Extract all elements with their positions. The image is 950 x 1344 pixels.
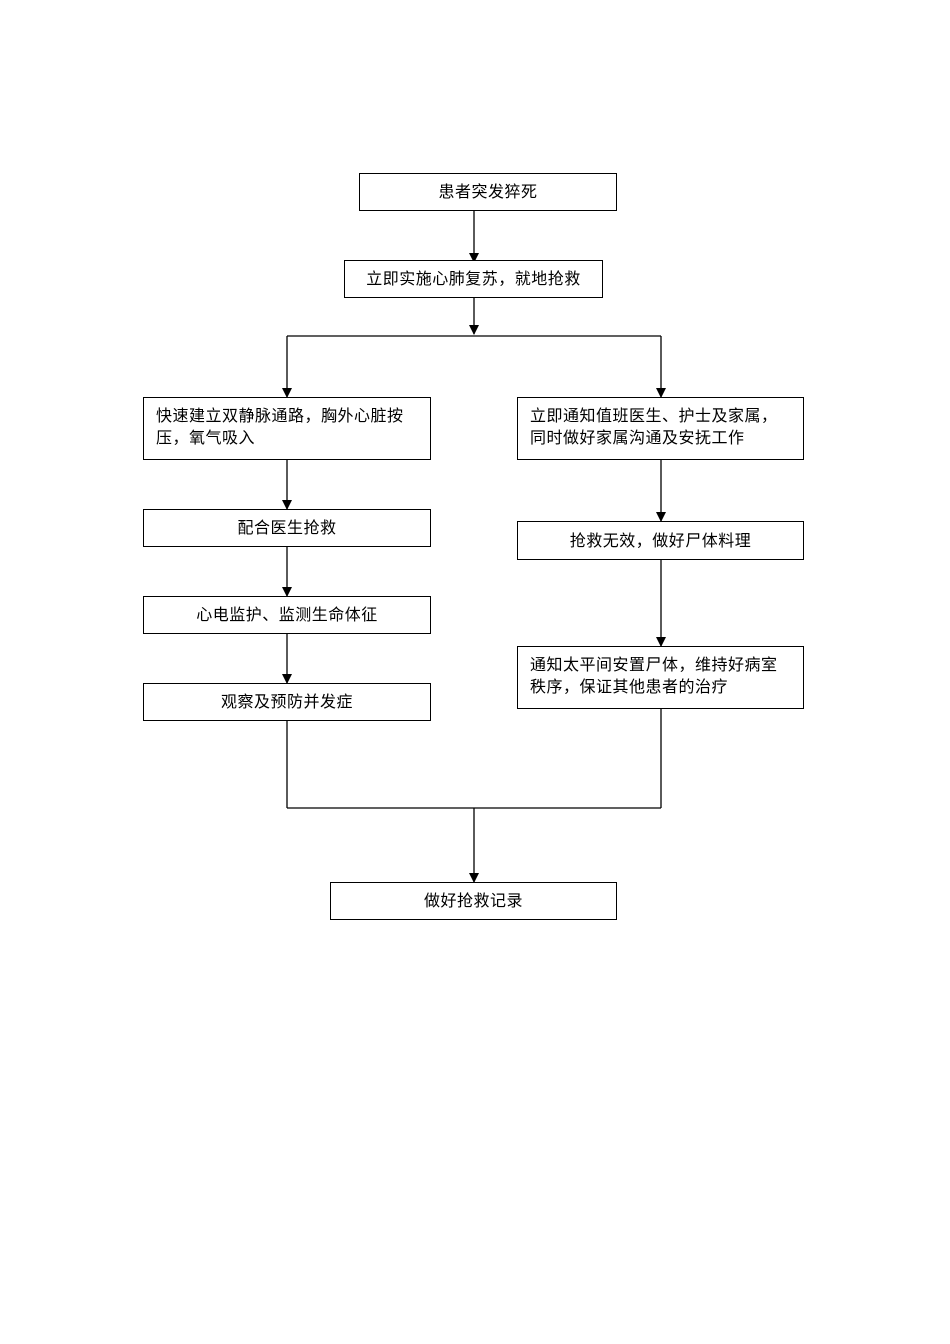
cpr-text: 立即实施心肺复苏，就地抢救 <box>366 269 581 288</box>
left-step3-box: 心电监护、监测生命体征 <box>143 596 431 634</box>
right-step3-line1: 通知太平间安置尸体，维持好病室 <box>530 655 778 674</box>
right-step2-text: 抢救无效，做好尸体料理 <box>569 530 752 550</box>
start-text: 患者突发猝死 <box>438 182 538 201</box>
left-step2-text: 配合医生抢救 <box>237 518 337 537</box>
right-step1-line1: 立即通知值班医生、护士及家属， <box>530 406 778 425</box>
left-step4-text: 观察及预防并发症 <box>220 692 353 711</box>
right-step1-box: 立即通知值班医生、护士及家属， 同时做好家属沟通及安抚工作 <box>517 397 804 460</box>
right-step3-line2: 秩序，保证其他患者的治疗 <box>530 677 729 696</box>
left-step4-box: 观察及预防并发症 <box>143 683 431 721</box>
cpr-box: 立即实施心肺复苏，就地抢救 <box>344 260 603 298</box>
left-step1-line1: 快速建立双静脉通路，胸外心脏按 <box>156 406 404 425</box>
end-text: 做好抢救记录 <box>423 891 523 910</box>
start-box: 患者突发猝死 <box>359 173 617 211</box>
left-step3-text: 心电监护、监测生命体征 <box>196 605 378 624</box>
right-step3-box: 通知太平间安置尸体，维持好病室 秩序，保证其他患者的治疗 <box>517 646 804 709</box>
right-step2-box: 抢救无效，做好尸体料理 <box>517 521 804 560</box>
right-step1-line2: 同时做好家属沟通及安抚工作 <box>530 428 745 447</box>
end-box: 做好抢救记录 <box>330 882 617 920</box>
left-step2-box: 配合医生抢救 <box>143 509 431 547</box>
left-step1-box: 快速建立双静脉通路，胸外心脏按 压，氧气吸入 <box>143 397 431 460</box>
left-step1-line2: 压，氧气吸入 <box>156 428 256 447</box>
